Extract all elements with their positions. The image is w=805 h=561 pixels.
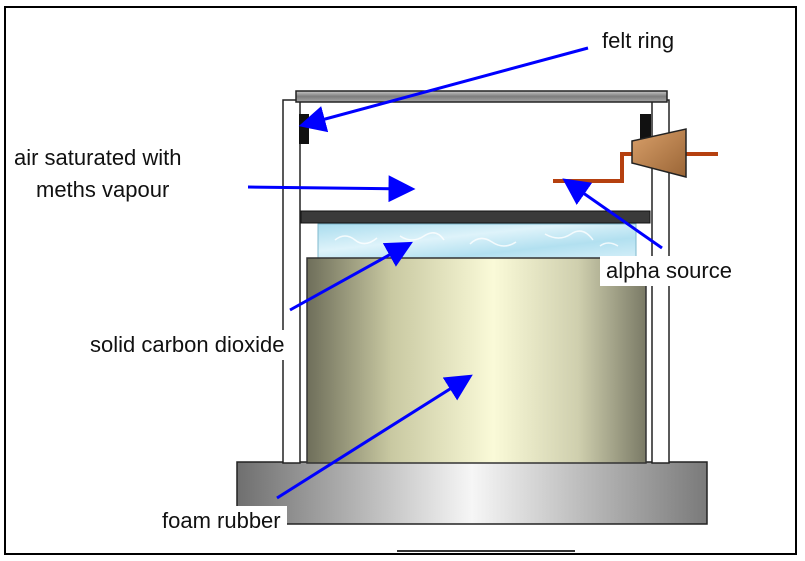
felt-ring-pad-right [640, 114, 651, 142]
arrow-icon [298, 46, 589, 133]
foam-rubber-block [306, 257, 647, 464]
label-alpha-source: alpha source [600, 256, 738, 286]
label-air-line2: meths vapour [36, 177, 170, 202]
felt-ring-pad-left [299, 114, 309, 144]
metal-plate [300, 210, 651, 224]
solid-co2-layer [317, 223, 637, 259]
arrow-icon [276, 374, 473, 500]
chamber-wall-left [282, 99, 301, 464]
ice-texture [334, 230, 619, 247]
label-solid-co2: solid carbon dioxide [84, 330, 291, 360]
lid [295, 90, 668, 103]
label-air-line1: air saturated with [14, 145, 182, 170]
label-felt-ring: felt ring [602, 28, 675, 53]
arrow-icon [289, 241, 413, 312]
cork-icon [631, 128, 687, 178]
label-foam-rubber: foam rubber [156, 506, 287, 536]
arrow-icon [247, 175, 416, 203]
arrow-icon [562, 178, 663, 250]
base-block [236, 461, 708, 525]
